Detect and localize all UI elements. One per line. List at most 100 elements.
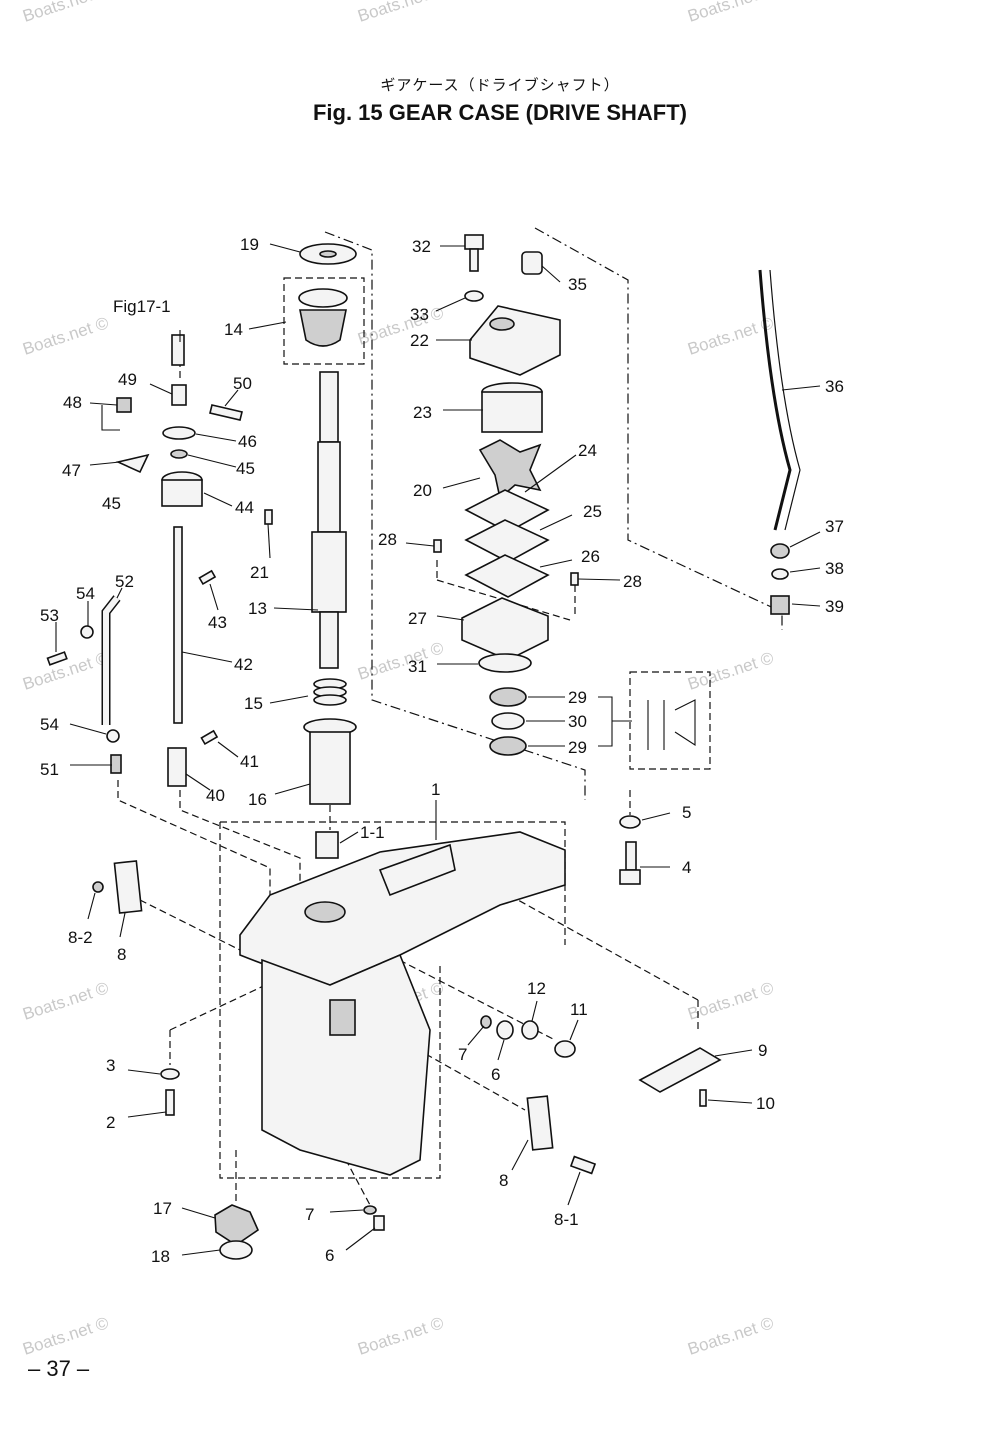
callout-3: 3	[106, 1056, 115, 1075]
plate-25	[464, 519, 550, 563]
washer-3	[160, 1068, 180, 1080]
fitting-39	[770, 595, 790, 615]
callout-8-2: 8-2	[68, 928, 93, 947]
watermark: Boats.net ©	[20, 0, 111, 26]
inset-detail-box	[629, 671, 711, 770]
callout-45a: 45	[236, 459, 255, 478]
pin-43	[198, 569, 217, 586]
grommet-37	[770, 543, 790, 559]
gear-case-outline-top	[220, 821, 566, 945]
watermark: Boats.net ©	[20, 978, 111, 1024]
screw-8-1	[569, 1155, 597, 1175]
gasket-7b	[363, 1205, 377, 1215]
gasket-7a	[480, 1015, 492, 1029]
page-number: – 37 –	[28, 1356, 90, 1381]
callout-32: 32	[412, 237, 431, 256]
callout-5: 5	[682, 803, 691, 822]
callout-47: 47	[62, 461, 81, 480]
callout-7b: 7	[305, 1205, 314, 1224]
callout-31: 31	[408, 657, 427, 676]
callout-45b: 45	[102, 494, 121, 513]
o-ring-31	[478, 653, 532, 673]
callout-12: 12	[527, 979, 546, 998]
watermark: Boats.net ©	[20, 313, 111, 359]
plug-6b	[373, 1215, 385, 1231]
callout-17: 17	[153, 1199, 172, 1218]
callout-44: 44	[235, 498, 254, 517]
pinion-gear-17	[214, 1204, 260, 1246]
callout-27: 27	[408, 609, 427, 628]
washer-12	[521, 1020, 539, 1040]
callout-6b: 6	[325, 1246, 334, 1265]
drive-shaft-13-lower	[319, 611, 339, 669]
watermark: Boats.net ©	[685, 313, 776, 359]
callout-21: 21	[250, 563, 269, 582]
pin-28a	[433, 539, 442, 553]
screw-10	[699, 1089, 707, 1107]
callout-9: 9	[758, 1041, 767, 1060]
callout-29a: 29	[568, 688, 587, 707]
callout-54b: 54	[40, 715, 59, 734]
callout-14: 14	[224, 320, 243, 339]
callout-8a: 8	[117, 945, 126, 964]
callout-15: 15	[244, 694, 263, 713]
callout-4: 4	[682, 858, 691, 877]
callout-2: 2	[106, 1113, 115, 1132]
callout-29b: 29	[568, 738, 587, 757]
callout-52: 52	[115, 572, 134, 591]
watermark: Boats.net ©	[685, 978, 776, 1024]
watermark: Boats.net ©	[355, 303, 446, 349]
cartridge-27	[461, 597, 549, 661]
connector	[117, 780, 271, 920]
washer-19-hole	[319, 250, 337, 258]
drive-shaft-13-upper	[317, 441, 341, 533]
callout-33: 33	[410, 305, 429, 324]
inset-seal-detail	[647, 699, 696, 750]
watermark: Boats.net ©	[685, 648, 776, 694]
o-ring-46	[162, 426, 196, 440]
parts	[46, 234, 801, 1260]
gear-case-1-body	[261, 953, 431, 1176]
callout-13: 13	[248, 599, 267, 618]
japanese-title: ギアケース（ドライブシャフト）	[380, 76, 620, 94]
drive-shaft-group-outline	[324, 231, 586, 800]
pin-21	[264, 509, 273, 525]
callout-28b: 28	[623, 572, 642, 591]
sleeve-16-body	[309, 731, 351, 805]
pin-28b	[570, 572, 579, 586]
nut-18	[219, 1240, 253, 1260]
bolt-32-shank	[469, 248, 479, 272]
pipe-52-inner	[103, 596, 120, 725]
callout-6a: 6	[491, 1065, 500, 1084]
connector-49	[171, 384, 187, 406]
bushing-1-1	[315, 831, 339, 859]
fitting-51	[110, 754, 122, 774]
callout-49: 49	[118, 370, 137, 389]
water-tube-36	[758, 269, 792, 531]
part-14-outline	[283, 277, 365, 365]
connector	[499, 889, 699, 1001]
callout-30: 30	[568, 712, 587, 731]
pin-41	[200, 729, 219, 746]
callout-11: 11	[570, 1000, 588, 1019]
callout-10: 10	[756, 1094, 775, 1113]
callout-20: 20	[413, 481, 432, 500]
callout-42: 42	[234, 655, 253, 674]
spacer-30	[491, 712, 525, 730]
washer-5	[619, 815, 641, 829]
gear-14-top	[298, 288, 348, 308]
callout-8-1: 8-1	[554, 1210, 579, 1229]
plug-6a	[496, 1020, 514, 1040]
figure-title: Fig. 15 GEAR CASE (DRIVE SHAFT)	[312, 100, 688, 125]
water-inlet-grille-9	[638, 1047, 722, 1093]
impeller-20	[478, 439, 542, 500]
plate-47	[115, 453, 150, 474]
callout-22: 22	[410, 331, 429, 350]
shift-cam-40	[167, 747, 187, 787]
leader-lines	[55, 243, 821, 1256]
shift-rod-fig17-1	[171, 334, 185, 366]
callout-26: 26	[581, 547, 600, 566]
watermark: Boats.net ©	[685, 0, 776, 26]
gasket-24	[464, 489, 550, 533]
water-inlet-grille-8-left	[113, 860, 143, 914]
